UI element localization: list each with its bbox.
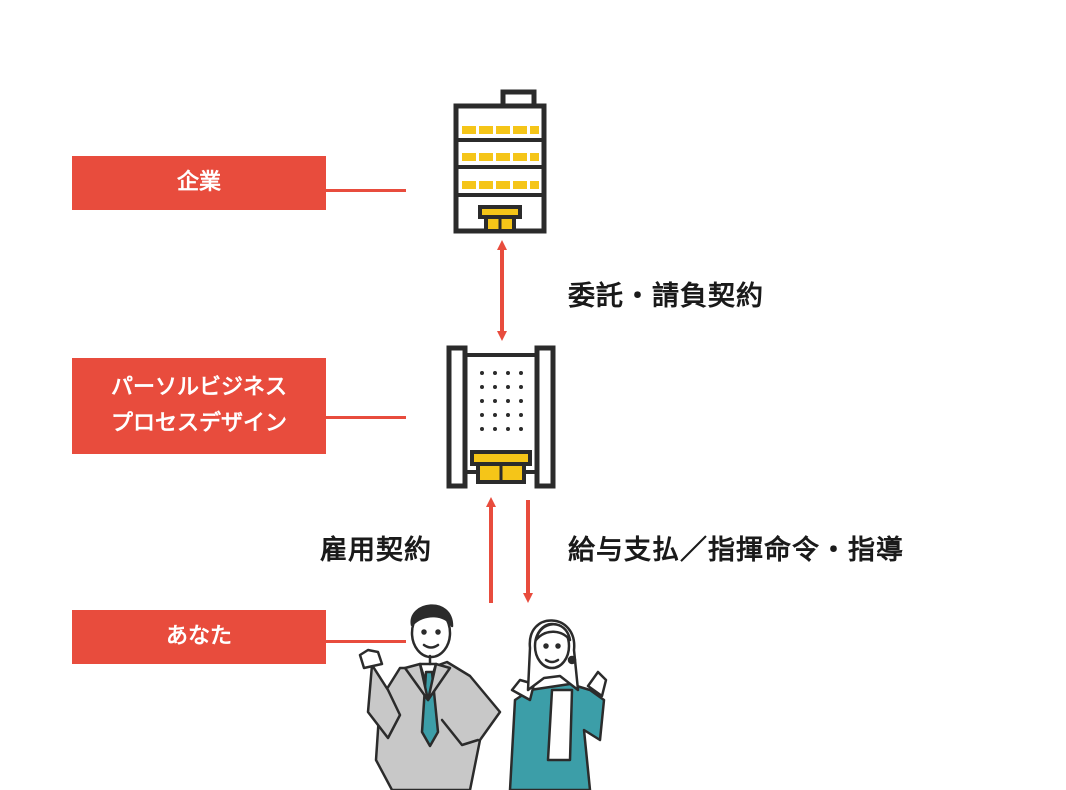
company-label: 企業 xyxy=(72,156,326,210)
contract-relation-label: 委託・請負契約 xyxy=(568,281,764,312)
businesspeople-illustration xyxy=(358,604,608,790)
businessman-figure xyxy=(358,604,502,790)
company-connector xyxy=(326,189,406,192)
company-label-text: 企業 xyxy=(176,170,221,195)
agency-building-icon xyxy=(446,345,556,489)
agency-label-line1: パーソルビジネス xyxy=(110,375,287,400)
agency-connector xyxy=(326,416,406,419)
employment-relation-label: 雇用契約 xyxy=(320,535,432,566)
you-connector xyxy=(326,640,406,643)
payment-direction-label: 給与支払／指揮命令・指導 xyxy=(568,535,904,566)
agency-label-line2: プロセスデザイン xyxy=(110,411,287,436)
office-building-icon xyxy=(453,89,547,234)
agency-label: パーソルビジネス プロセスデザイン xyxy=(72,358,326,454)
you-label: あなた xyxy=(72,610,326,664)
businesswoman-figure xyxy=(508,619,608,790)
you-label-text: あなた xyxy=(165,624,232,649)
